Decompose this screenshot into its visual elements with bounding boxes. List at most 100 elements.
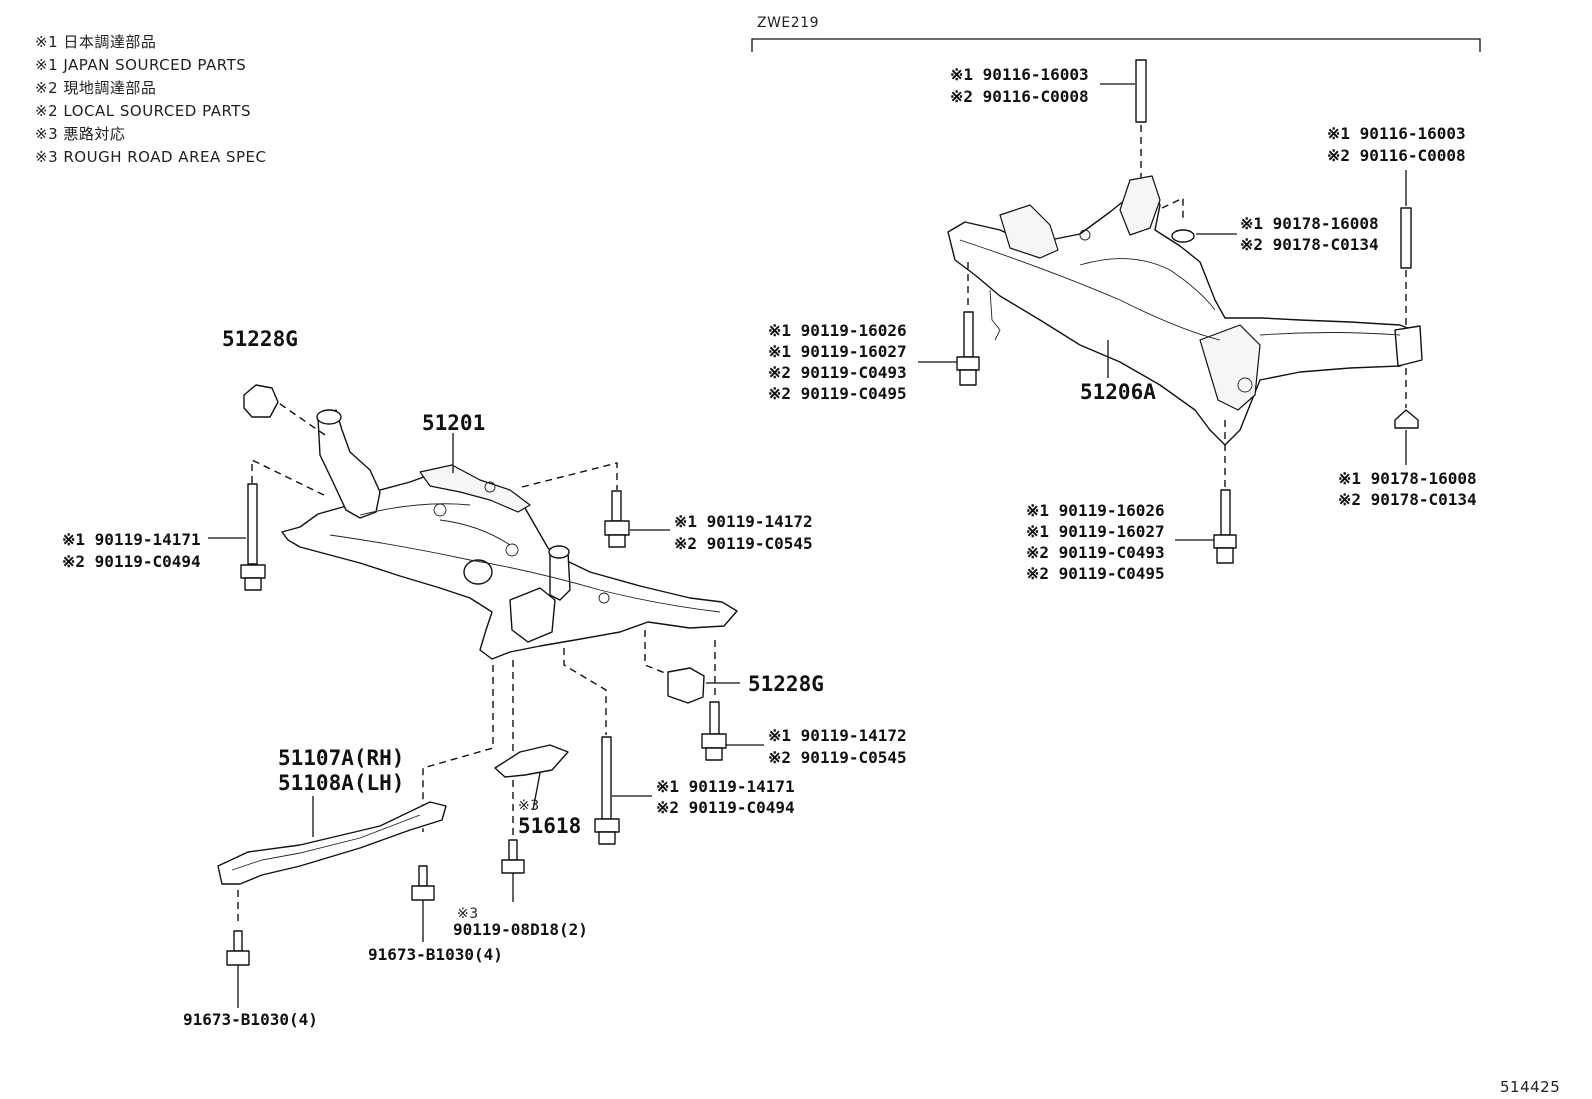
label-bolt-left-2: ※2 90119-C0494 xyxy=(62,552,201,571)
front-small-parts xyxy=(217,384,727,966)
bolt-front-mid[interactable] xyxy=(594,736,620,845)
front-right-tower-cap xyxy=(548,545,570,559)
skid-bolt[interactable] xyxy=(501,839,525,874)
rear-washer-top-shape xyxy=(1171,229,1195,243)
label-skid-plate: 51618 xyxy=(518,814,581,838)
front-hole-2 xyxy=(505,543,519,557)
legend-line-3: ※2 現地調達部品 xyxy=(35,79,156,97)
rear-stabilizer-link xyxy=(989,289,1001,341)
brace-bolt-right-shank xyxy=(418,865,428,887)
rear-bolt-bottom[interactable] xyxy=(1213,489,1237,564)
label-rear-washer-top-2: ※2 90178-C0134 xyxy=(1240,235,1379,254)
front-hole-1 xyxy=(433,503,447,517)
bolt-left-head xyxy=(244,577,262,591)
label-brace-bolt-right: 91673-B1030(4) xyxy=(368,945,503,964)
model-code: ZWE219 xyxy=(757,15,819,31)
bolt-rear-mid[interactable] xyxy=(701,701,727,761)
model-bracket-line xyxy=(751,38,1481,52)
diagram-id: 514425 xyxy=(1500,1078,1560,1096)
rear-top-mount xyxy=(1119,175,1161,236)
brace-bolt-left[interactable] xyxy=(226,930,250,966)
dash-rear-top-bolt xyxy=(521,462,618,490)
rear-crease-2 xyxy=(1079,258,1216,311)
label-rear-washer-bottom-2: ※2 90178-C0134 xyxy=(1338,490,1477,509)
stopper-top-shape[interactable] xyxy=(243,384,279,418)
label-rear-washer-top-1: ※1 90178-16008 xyxy=(1240,214,1379,233)
front-brace-shape[interactable] xyxy=(217,801,447,885)
rear-washer-top[interactable] xyxy=(1171,229,1195,243)
label-skid-bolt-note: ※3 xyxy=(457,906,479,922)
rear-washer-bottom-shape xyxy=(1394,409,1419,429)
rear-right-end xyxy=(1394,325,1423,367)
skid-bolt-head xyxy=(501,859,525,874)
bolt-rear-top[interactable] xyxy=(604,490,630,548)
front-hole-4 xyxy=(484,481,496,493)
dash-brace xyxy=(422,665,494,832)
rear-bolt-left-shank xyxy=(963,311,974,358)
rear-small-parts xyxy=(956,59,1419,564)
legend: ※1 日本調達部品 ※1 JAPAN SOURCED PARTS ※2 現地調達… xyxy=(35,33,266,166)
label-rear-stud-right-1: ※1 90116-16003 xyxy=(1327,124,1466,143)
label-rear-bolt-bottom-3: ※2 90119-C0493 xyxy=(1026,543,1165,562)
label-stopper-top: 51228G xyxy=(222,327,298,351)
rear-bolt-left-head xyxy=(959,369,977,386)
legend-line-5: ※3 悪路対応 xyxy=(35,125,125,143)
front-brace-detail xyxy=(231,814,421,871)
bolt-left-shank xyxy=(247,483,258,565)
rear-stud-right[interactable] xyxy=(1400,207,1412,269)
bolt-front-mid-shank xyxy=(601,736,612,820)
rear-stud-right-shank xyxy=(1400,207,1412,269)
rear-stud-top-shank xyxy=(1135,59,1147,123)
dash-front-mid-bolt xyxy=(563,648,607,735)
rear-bolt-bottom-washer xyxy=(1213,534,1237,549)
front-crossmember-top-plate xyxy=(419,464,531,513)
label-bolt-front-mid-2: ※2 90119-C0494 xyxy=(656,798,795,817)
bolt-rear-mid-washer xyxy=(701,733,727,749)
label-skid-note: ※3 xyxy=(518,798,540,814)
rear-bracket xyxy=(999,204,1059,259)
rear-arm-mount xyxy=(1199,324,1261,411)
leader-skid-plate xyxy=(532,772,541,811)
bolt-rear-mid-head xyxy=(705,747,723,761)
dash-stopper-right xyxy=(644,630,666,674)
front-crossmember[interactable] xyxy=(281,409,738,660)
label-brace-lh: 51108A(LH) xyxy=(278,771,404,795)
front-right-tower xyxy=(549,551,571,601)
label-rear-bolt-bottom-2: ※1 90119-16027 xyxy=(1026,522,1165,541)
rear-labels: 51206A ※1 90116-16003 ※2 90116-C0008 ※1 … xyxy=(768,65,1477,583)
model-bracket: ZWE219 xyxy=(751,15,1481,52)
label-bolt-front-mid-1: ※1 90119-14171 xyxy=(656,777,795,796)
bolt-left[interactable] xyxy=(240,483,266,591)
dash-left-bolt xyxy=(251,458,329,498)
bolt-front-mid-head xyxy=(598,831,616,845)
rear-bolt-bottom-head xyxy=(1216,547,1234,564)
front-crossmember-crease xyxy=(329,534,721,613)
skid-bolt-shank xyxy=(508,839,518,861)
label-bolt-rear-mid-2: ※2 90119-C0545 xyxy=(768,748,907,767)
label-rear-bolt-left-3: ※2 90119-C0493 xyxy=(768,363,907,382)
label-brace-bolt-left: 91673-B1030(4) xyxy=(183,1010,318,1029)
label-rear-bolt-left-1: ※1 90119-16026 xyxy=(768,321,907,340)
front-labels: 51201 51228G 51228G 51107A(RH) 51108A(LH… xyxy=(62,327,907,1029)
bolt-front-mid-washer xyxy=(594,818,620,833)
rear-hole-2 xyxy=(1079,229,1091,241)
brace-bolt-right[interactable] xyxy=(411,865,435,901)
bolt-left-washer xyxy=(240,564,266,579)
bolt-rear-top-shank xyxy=(611,490,622,522)
front-crossmember-ribs xyxy=(359,503,511,546)
stopper-right-shape[interactable] xyxy=(667,667,705,704)
label-stopper-right: 51228G xyxy=(748,672,824,696)
dash-rear-washer-top xyxy=(1161,196,1184,222)
rear-bolt-bottom-shank xyxy=(1220,489,1231,536)
front-leaders xyxy=(208,396,764,1008)
label-rear-stud-top-2: ※2 90116-C0008 xyxy=(950,87,1089,106)
rear-washer-bottom[interactable] xyxy=(1394,409,1419,429)
rear-stud-top[interactable] xyxy=(1135,59,1147,123)
rear-bolt-left[interactable] xyxy=(956,311,980,386)
bolt-rear-top-head xyxy=(608,534,626,548)
skid-plate-shape[interactable] xyxy=(494,744,569,778)
front-lower-bushing xyxy=(509,587,556,643)
label-bolt-rear-top-2: ※2 90119-C0545 xyxy=(674,534,813,553)
rear-crossmember[interactable] xyxy=(947,175,1423,446)
label-rear-bolt-bottom-1: ※1 90119-16026 xyxy=(1026,501,1165,520)
